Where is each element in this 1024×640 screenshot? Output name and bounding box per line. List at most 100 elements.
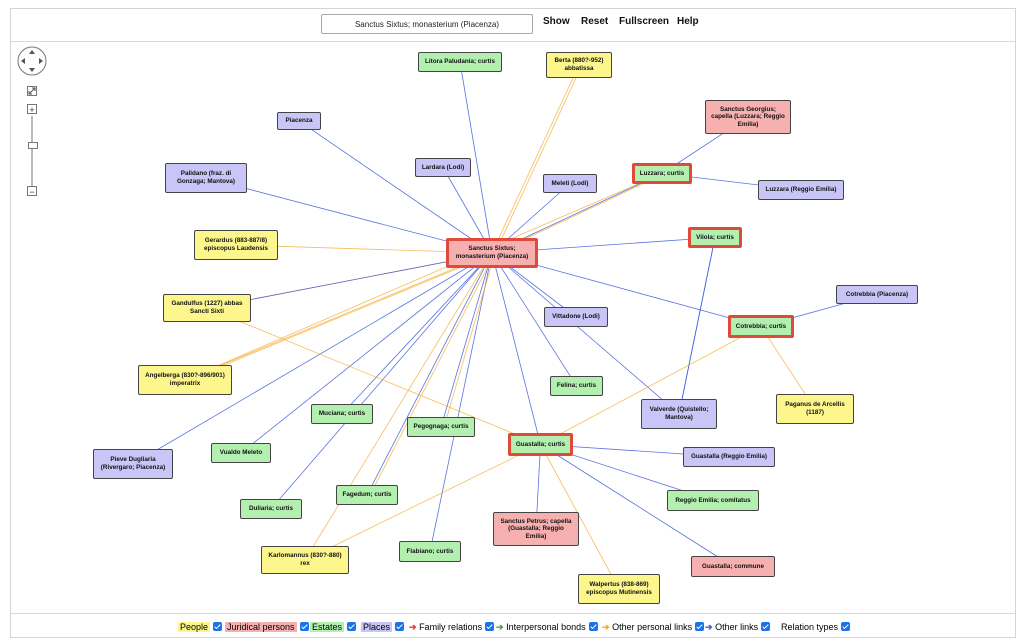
legend-places[interactable]: Places <box>361 622 405 632</box>
node-valverde[interactable]: Valverde (Quistello; Mantova) <box>641 399 717 429</box>
node-vittadone[interactable]: Vittadone (Lodi) <box>544 307 608 327</box>
graph-edge <box>369 252 496 496</box>
node-gerardus[interactable]: Gerardus (883-887/8) episcopus Laudensis <box>194 230 278 260</box>
zoom-in-button[interactable]: + <box>27 104 37 115</box>
help-button[interactable]: Help <box>677 16 699 27</box>
family-checkbox[interactable] <box>485 622 495 631</box>
pan-right-icon[interactable] <box>39 58 43 64</box>
legend-other-links[interactable]: ➔ Other links <box>705 622 771 633</box>
graph-edge <box>443 252 496 428</box>
node-luzzara-curtis[interactable]: Luzzara; curtis <box>632 163 692 184</box>
relation-types-checkbox[interactable] <box>841 622 851 631</box>
graph-edge <box>491 252 577 387</box>
node-lardara[interactable]: Lardara (Lodi) <box>415 158 471 177</box>
graph-edge <box>187 252 496 381</box>
red-arrow-icon: ➔ <box>409 622 417 632</box>
node-walpertus[interactable]: Walpertus (838-869) episcopus Mutinensis <box>578 574 660 604</box>
node-litora-paludania[interactable]: Litora Paludania; curtis <box>418 52 502 72</box>
network-graph[interactable]: + − Sanctus Sixtus; monasterium (Piacenz… <box>11 42 1015 610</box>
blue-arrow-icon: ➔ <box>705 622 713 632</box>
legend-other-personal[interactable]: ➔ Other personal links <box>602 622 705 633</box>
node-fagedum-curtis[interactable]: Fagedum; curtis <box>336 485 398 505</box>
pan-control[interactable] <box>17 46 49 78</box>
node-duliaria-curtis[interactable]: Duliaria; curtis <box>240 499 302 519</box>
node-cotrebbia-curtis[interactable]: Cotrebbia; curtis <box>728 315 794 338</box>
zoom-slider-track[interactable] <box>31 116 33 186</box>
legend-people[interactable]: People <box>178 622 223 632</box>
graph-edge <box>132 252 493 465</box>
node-felina-curtis[interactable]: Felina; curtis <box>550 376 603 396</box>
node-guastalla-curtis[interactable]: Guastalla; curtis <box>508 433 573 456</box>
green-arrow-icon: ➔ <box>496 622 504 632</box>
node-guastalla-reggio-emilia[interactable]: Guastalla (Reggio Emilia) <box>683 447 775 467</box>
node-palidano[interactable]: Palidano (fraz. di Gonzaga; Mantova) <box>165 163 247 193</box>
node-muciana-curtis[interactable]: Muciana; curtis <box>311 404 373 424</box>
graph-edge <box>494 64 583 254</box>
node-pieve-dugliaria[interactable]: Pieve Dugliaria (Rivergaro; Piacenza) <box>93 449 173 479</box>
legend-estates[interactable]: Estates <box>310 622 357 632</box>
legend-juridical[interactable]: Juridical persons <box>225 622 309 632</box>
node-luzzara-reggio-emilia[interactable]: Luzzara (Reggio Emilia) <box>758 180 844 200</box>
graph-edge <box>540 444 620 590</box>
search-input[interactable] <box>321 14 533 34</box>
graph-edge <box>240 252 493 454</box>
pan-up-icon[interactable] <box>29 50 35 54</box>
graph-edge <box>459 61 493 254</box>
node-meleti[interactable]: Meleti (Lodi) <box>543 174 597 193</box>
node-cotrebbia-piacenza[interactable]: Cotrebbia (Piacenza) <box>836 285 918 304</box>
graph-edge <box>184 173 663 381</box>
juridical-checkbox[interactable] <box>299 622 309 631</box>
node-paganus[interactable]: Paganus de Arcellis (1187) <box>776 394 854 424</box>
graph-edge <box>205 177 493 254</box>
estates-checkbox[interactable] <box>347 622 357 631</box>
pan-down-icon[interactable] <box>29 68 35 72</box>
legend-family[interactable]: ➔ Family relations <box>409 622 495 633</box>
legend-relation-types[interactable]: Relation types <box>781 622 851 632</box>
fullscreen-button[interactable]: Fullscreen <box>619 16 670 27</box>
graph-edge <box>341 252 493 415</box>
node-gandulfus[interactable]: Gandulfus (1227) abbas Sancti Sixti <box>163 294 251 322</box>
node-karlomannus[interactable]: Karlomannus (830?-880) rex <box>261 546 349 574</box>
graph-edge <box>540 444 734 567</box>
node-angelberga[interactable]: Angelberga (830?-896/901) imperatrix <box>138 365 232 395</box>
graph-edge <box>184 252 493 381</box>
node-berta[interactable]: Berta (880?-952) abbatissa <box>546 52 612 78</box>
interpersonal-checkbox[interactable] <box>588 622 598 631</box>
show-button[interactable]: Show <box>543 16 570 27</box>
zoom-out-button[interactable]: − <box>27 186 37 197</box>
graph-edge <box>304 252 493 561</box>
other-personal-checkbox[interactable] <box>695 622 705 631</box>
node-vualdo-meleto[interactable]: Vualdo Meleto <box>211 443 271 463</box>
navigation-control: + − <box>17 46 49 197</box>
pan-left-icon[interactable] <box>21 58 25 64</box>
graph-edge <box>491 64 580 254</box>
reset-button[interactable]: Reset <box>581 16 609 27</box>
node-guastalla-commune[interactable]: Guastalla; commune <box>691 556 775 577</box>
node-vilola-curtis[interactable]: Vilola; curtis <box>688 227 742 248</box>
graph-edge <box>491 252 541 445</box>
node-pegognaga-curtis[interactable]: Pegognaga; curtis <box>407 417 475 437</box>
graph-edge <box>298 120 493 254</box>
graph-edge <box>540 326 762 445</box>
app-frame: Show Reset Fullscreen Help + − Sanctus S… <box>10 8 1016 638</box>
node-reggio-emilia-comitatus[interactable]: Reggio Emilia; comitatus <box>667 490 759 511</box>
other-links-checkbox[interactable] <box>761 622 771 631</box>
node-flabiano-curtis[interactable]: Flabiano; curtis <box>399 541 461 562</box>
orange-arrow-icon: ➔ <box>602 622 610 632</box>
places-checkbox[interactable] <box>395 622 405 631</box>
people-checkbox[interactable] <box>213 622 223 631</box>
graph-edge <box>270 252 493 510</box>
graph-edge <box>440 252 493 428</box>
node-sanctus-sixtus[interactable]: Sanctus Sixtus; monasterium (Piacenza) <box>446 238 538 268</box>
node-sanctus-petrus[interactable]: Sanctus Petrus; capella (Guastalla; Regg… <box>493 512 579 546</box>
expand-icon[interactable] <box>27 86 37 96</box>
legend-interpersonal[interactable]: ➔ Interpersonal bonds <box>496 622 598 633</box>
graph-edge <box>429 252 493 552</box>
toolbar: Show Reset Fullscreen Help <box>11 9 1015 42</box>
node-sanctus-georgius[interactable]: Sanctus Georgius; capella (Luzzara; Regg… <box>705 100 791 134</box>
graph-edge <box>206 307 541 445</box>
graph-edge <box>304 444 541 561</box>
zoom-slider-handle[interactable] <box>28 142 38 149</box>
node-piacenza[interactable]: Piacenza <box>277 112 321 130</box>
graph-edge <box>206 252 493 309</box>
